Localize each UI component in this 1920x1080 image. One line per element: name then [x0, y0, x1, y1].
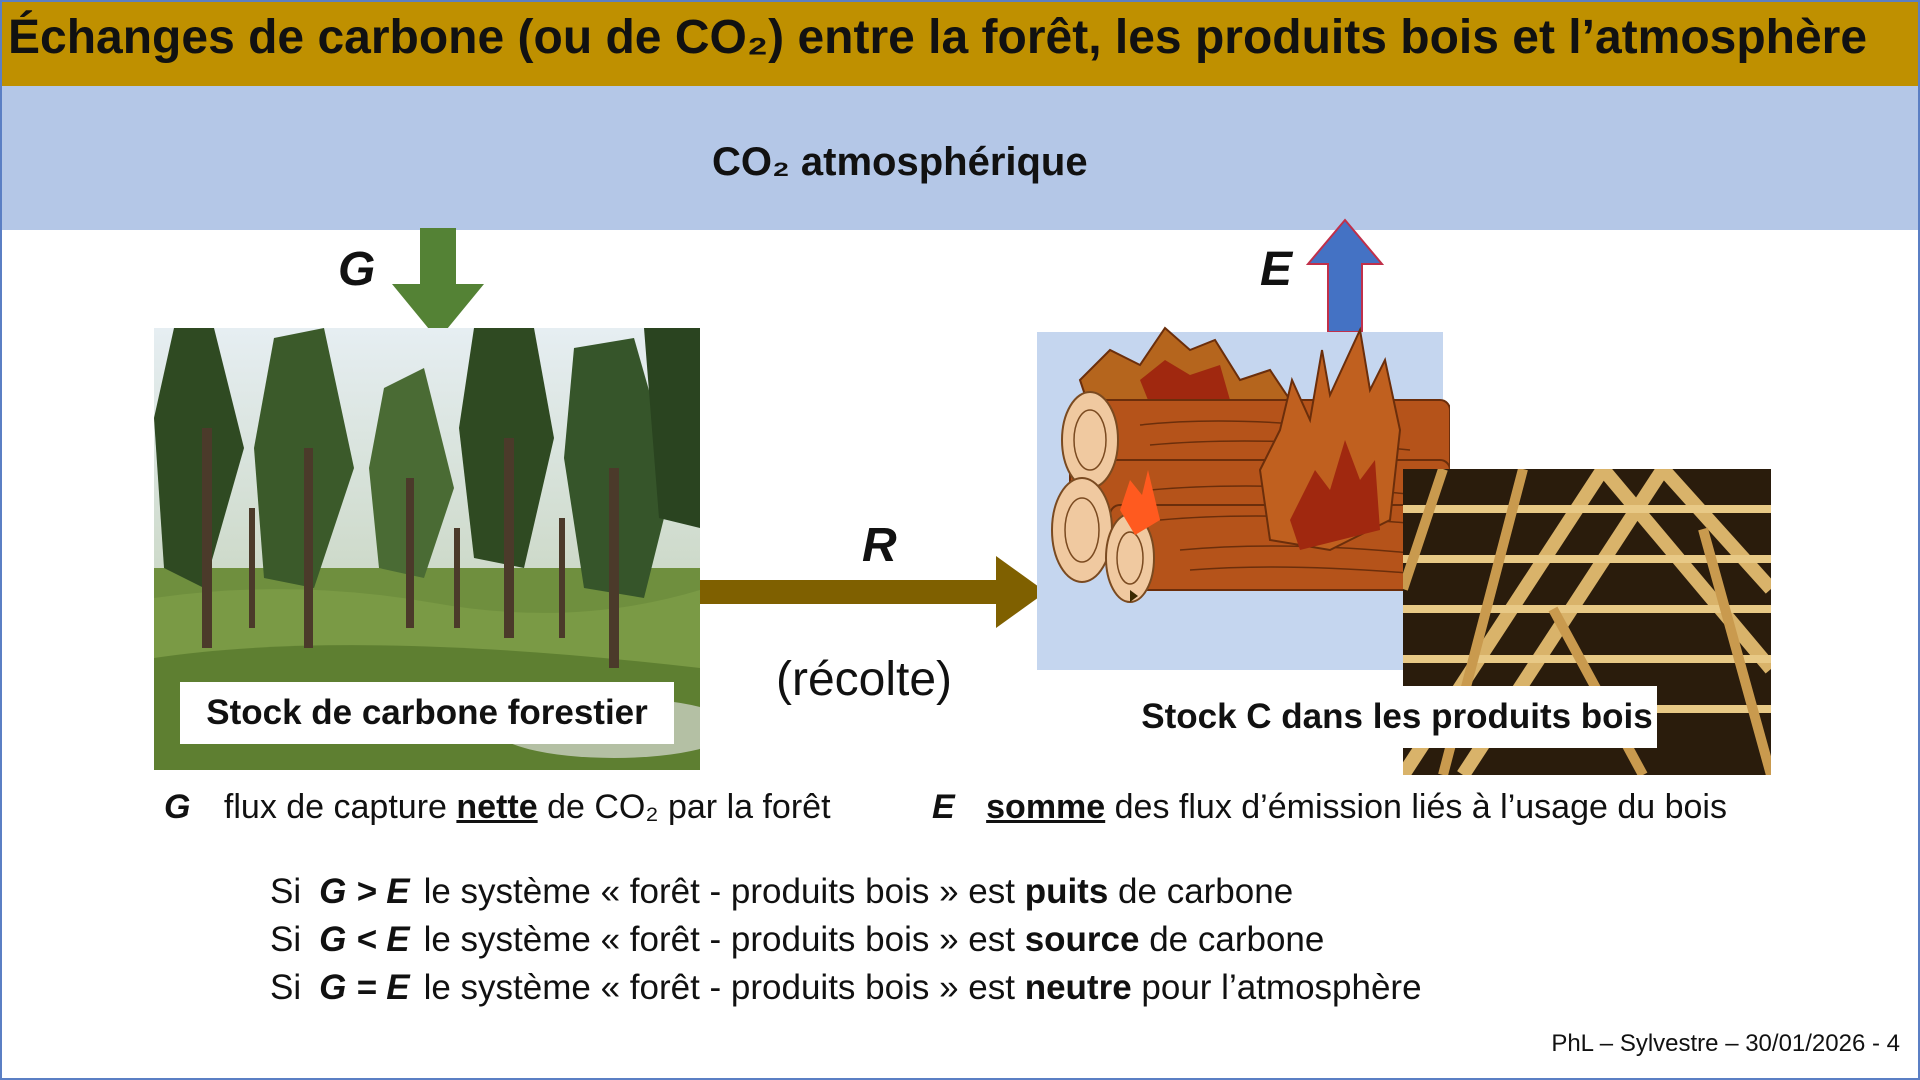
burning-logs-icon: [1051, 326, 1450, 603]
products-stock-label: Stock C dans les produits bois: [1137, 686, 1657, 748]
condition-neutral: Si G = E le système « forêt - produits boi…: [270, 968, 1422, 1008]
forest-photo: Stock de carbone forestier: [154, 328, 700, 770]
legend-g-emphasis: nette: [456, 788, 538, 826]
harvest-arrow-right: [700, 556, 1046, 628]
condition-si: Si: [270, 968, 302, 1007]
legend-e-emphasis: somme: [986, 788, 1106, 826]
legend-g-symbol: G: [164, 788, 191, 826]
page-title: Échanges de carbone (ou de CO₂) entre la…: [8, 11, 1868, 64]
legend-e: E somme des flux d’émission liés à l’usa…: [932, 788, 1727, 827]
flux-r-label: R: [862, 519, 897, 572]
harvest-caption: (récolte): [776, 653, 953, 706]
legend-g: G flux de capture nette de CO₂ par la fo…: [164, 788, 831, 827]
slide-footer: PhL – Sylvestre – 30/01/2026 - 4: [1551, 1030, 1900, 1057]
condition-sink: Si G > E le système « forêt - produits boi…: [270, 872, 1293, 912]
condition-keyword: puits: [1024, 872, 1109, 911]
forest-stock-label: Stock de carbone forestier: [180, 682, 674, 744]
condition-relation: G > E: [319, 872, 410, 911]
condition-source: Si G < E le système « forêt - produits boi…: [270, 920, 1324, 960]
legend-e-text: des flux d’émission liés à l’usage du bo…: [1105, 788, 1727, 826]
condition-relation: G = E: [319, 968, 410, 1007]
condition-tail: de carbone: [1139, 920, 1325, 959]
condition-si: Si: [270, 920, 302, 959]
atmosphere-band: CO₂ atmosphérique: [2, 86, 1918, 230]
title-bar: Échanges de carbone (ou de CO₂) entre la…: [2, 2, 1918, 86]
condition-keyword: neutre: [1024, 968, 1132, 1007]
legend-e-symbol: E: [932, 788, 955, 826]
atmosphere-label: CO₂ atmosphérique: [712, 140, 1088, 184]
condition-text: le système « forêt - produits bois » est: [423, 872, 1025, 911]
capture-arrow-down: [392, 228, 484, 340]
condition-tail: pour l’atmosphère: [1131, 968, 1422, 1007]
condition-relation: G < E: [319, 920, 410, 959]
condition-tail: de carbone: [1108, 872, 1294, 911]
flux-e-label: E: [1260, 243, 1293, 296]
emission-arrow-up: [1306, 218, 1384, 333]
legend-g-text-1: flux de capture: [223, 788, 457, 826]
condition-si: Si: [270, 872, 302, 911]
condition-text: le système « forêt - produits bois » est: [423, 968, 1025, 1007]
condition-text: le système « forêt - produits bois » est: [423, 920, 1025, 959]
flux-g-label: G: [338, 243, 376, 296]
legend-g-text-2: de CO₂ par la forêt: [537, 788, 831, 826]
condition-keyword: source: [1024, 920, 1140, 959]
